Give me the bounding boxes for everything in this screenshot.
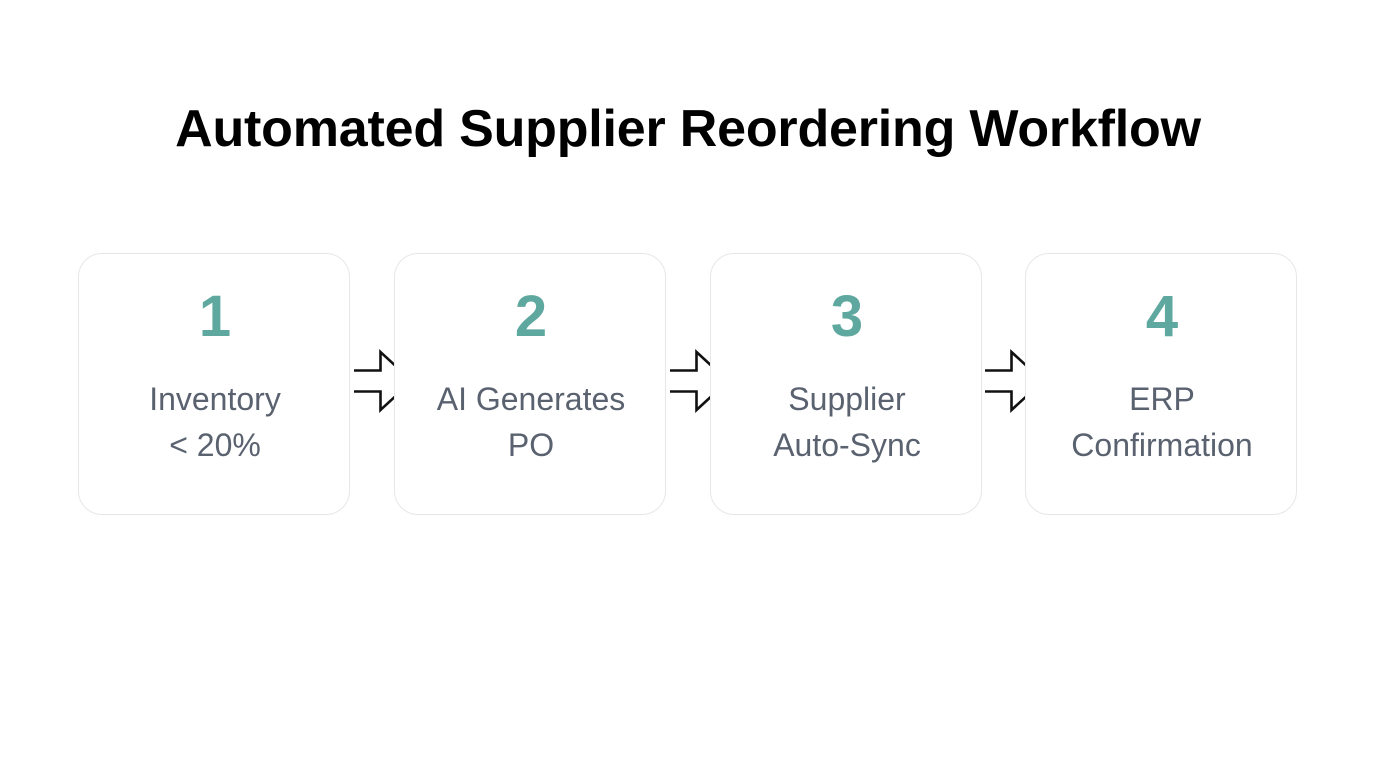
step-label-4: ERP Confirmation: [1026, 376, 1298, 468]
workflow-step-1[interactable]: 1 Inventory < 20%: [78, 253, 350, 515]
workflow-diagram: 1 Inventory < 20% 2 AI Generates PO: [78, 253, 1298, 515]
step-number-3: 3: [830, 284, 864, 349]
workflow-step-4[interactable]: 4 ERP Confirmation: [1025, 253, 1297, 515]
step-number-4: 4: [1145, 284, 1179, 349]
step-label-3-line2: Auto-Sync: [773, 427, 921, 463]
workflow-step-3[interactable]: 3 Supplier Auto-Sync: [710, 253, 982, 515]
workflow-step-2[interactable]: 2 AI Generates PO: [394, 253, 666, 515]
step-label-2: AI Generates PO: [395, 376, 667, 468]
page-title: Automated Supplier Reordering Workflow: [175, 100, 1201, 158]
step-label-3: Supplier Auto-Sync: [711, 376, 983, 468]
step-label-1-line1: Inventory: [149, 381, 281, 417]
step-number-2: 2: [514, 284, 548, 349]
step-label-4-line1: ERP: [1129, 381, 1195, 417]
step-label-1: Inventory < 20%: [79, 376, 351, 468]
step-label-2-line2: PO: [507, 427, 555, 463]
step-label-3-line1: Supplier: [788, 381, 906, 417]
step-label-1-line2: < 20%: [169, 427, 261, 463]
step-label-2-line1: AI Generates: [436, 381, 626, 417]
step-label-4-line2: Confirmation: [1071, 427, 1253, 463]
step-number-1: 1: [198, 284, 232, 349]
